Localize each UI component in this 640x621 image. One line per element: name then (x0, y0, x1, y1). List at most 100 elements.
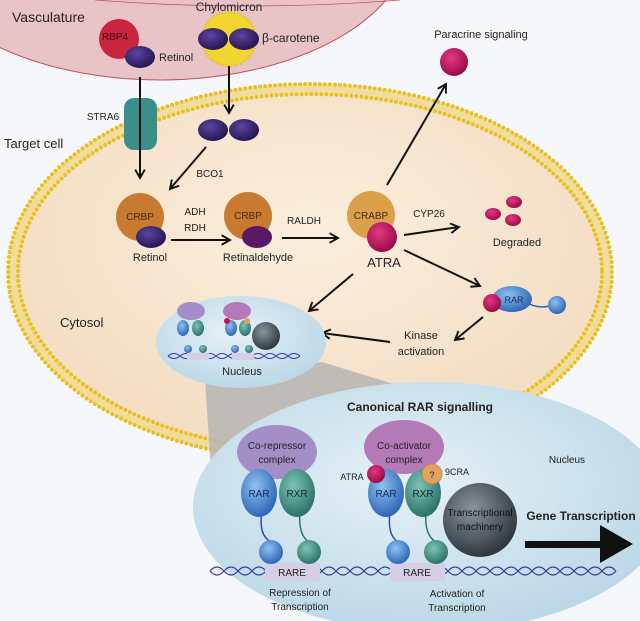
gene-transcription-arrow-head (600, 525, 633, 563)
gene-transcription-label: Gene Transcription (526, 509, 635, 523)
degraded-fragment (485, 208, 501, 220)
unknown-ligand-label: ? (429, 470, 434, 480)
machinery-label: Transcriptional (447, 508, 512, 519)
rar-dbd (386, 540, 410, 564)
rbp4-protein (99, 19, 139, 59)
rxr-dbd (424, 540, 448, 564)
raldh-label: RALDH (287, 216, 321, 227)
atra-molecule (483, 294, 501, 312)
co-repressor-complex (237, 425, 317, 479)
rxr-dbd (297, 540, 321, 564)
atra-molecule (367, 222, 397, 252)
rar-dbd-small (184, 345, 192, 353)
gene-transcription-arrow-shaft (525, 541, 602, 548)
9cra-label: 9CRA (445, 467, 469, 477)
rxr-dbd-small (245, 345, 253, 353)
rxr-label: RXR (286, 489, 307, 500)
kinase-arrow (453, 316, 484, 342)
retinaldehyde-label: Retinaldehyde (223, 252, 293, 264)
atra-ligand (367, 465, 385, 483)
cyp26-label: CYP26 (413, 209, 445, 220)
retinol-vasc-label: Retinol (159, 52, 193, 64)
rare-activation (390, 563, 445, 581)
stra6-label: STRA6 (87, 112, 120, 123)
co-activator-label: Co-activator (377, 441, 432, 452)
rxr-dbd-small (199, 345, 207, 353)
rbp4-label: RBP4 (102, 32, 129, 43)
9cra-ligand (421, 463, 443, 485)
rar-label: RAR (248, 489, 269, 500)
bco1-label: BCO1 (196, 169, 224, 180)
retinol-label: Retinol (133, 252, 167, 264)
co-repressor-label-2: complex (258, 455, 295, 466)
9cra-small (244, 318, 250, 324)
rxr-small (239, 320, 251, 336)
co-repressor-label: Co-repressor (248, 441, 307, 452)
beta-carotene-half (198, 119, 228, 141)
nucleus-small (156, 296, 326, 388)
bco1-arrow (168, 146, 207, 191)
cyp26-arrow (403, 222, 461, 236)
crbp-label: CRBP (234, 211, 262, 222)
machinery-label-2: machinery (457, 522, 503, 533)
rar-small (177, 320, 189, 336)
degraded-label: Degraded (493, 237, 541, 249)
co-activator-label-2: complex (385, 455, 422, 466)
cytosol-label: Cytosol (60, 315, 103, 330)
rare-repression (265, 563, 320, 581)
rxr-small (192, 320, 204, 336)
crbp-label: CRBP (126, 212, 154, 223)
activation-label-2: Transcription (428, 603, 485, 614)
activation-label: Activation of (430, 589, 485, 600)
target-cell (8, 84, 612, 460)
chylomicron-label: Chylomicron (196, 0, 263, 14)
degraded-fragment (506, 196, 522, 208)
rar-cytosolic (492, 286, 532, 312)
nucleus-label: Nucleus (549, 455, 585, 466)
rar-small (225, 320, 237, 336)
paracrine-arrow (386, 82, 447, 186)
retinol-molecule (136, 226, 166, 248)
co-activator-complex (364, 420, 444, 474)
atra-ligand-label: ATRA (340, 472, 363, 482)
atra-label: ATRA (367, 255, 401, 270)
rare-label: RARE (278, 568, 306, 579)
rar-label: RAR (375, 489, 396, 500)
rare-label: RARE (403, 568, 431, 579)
kinase-to-nucleus-arrow (320, 328, 391, 343)
kinase-label: Kinase (404, 330, 438, 342)
nucleus-small-label: Nucleus (222, 366, 262, 378)
beta-carotene-half (229, 119, 259, 141)
rdh-label: RDH (184, 223, 206, 234)
rare-small (187, 353, 209, 360)
paracrine-label: Paracrine signaling (434, 29, 528, 41)
rar-dna-domain (548, 296, 566, 314)
rar-label: RAR (504, 295, 524, 305)
crabp-label: CRABP (354, 211, 389, 222)
rar-receptor (241, 469, 277, 517)
transcriptional-machinery (443, 483, 517, 557)
atra-secreted (440, 48, 468, 76)
co-activator-small (223, 302, 251, 320)
retinol-molecule (125, 46, 155, 68)
atra-to-nucleus-arrow (307, 273, 354, 313)
rxr-receptor (279, 469, 315, 517)
kinase-label-2: activation (398, 346, 444, 358)
target-cell-label: Target cell (4, 136, 63, 151)
degraded-fragment (505, 214, 521, 226)
retinaldehyde-molecule (242, 226, 272, 248)
rxr-label: RXR (412, 489, 433, 500)
vasculature-label: Vasculature (12, 9, 85, 25)
machinery-small (252, 322, 280, 350)
vessel-wall (94, 0, 401, 7)
beta-carotene-label: β-carotene (262, 31, 320, 45)
atra-small (224, 318, 230, 324)
vasculature-region (0, 0, 387, 81)
rar-dbd (259, 540, 283, 564)
repression-label: Repression of (269, 588, 331, 599)
rar-dbd-small (231, 345, 239, 353)
repression-label-2: Transcription (271, 602, 328, 613)
adh-label: ADH (184, 207, 205, 218)
rare-small (232, 353, 254, 360)
